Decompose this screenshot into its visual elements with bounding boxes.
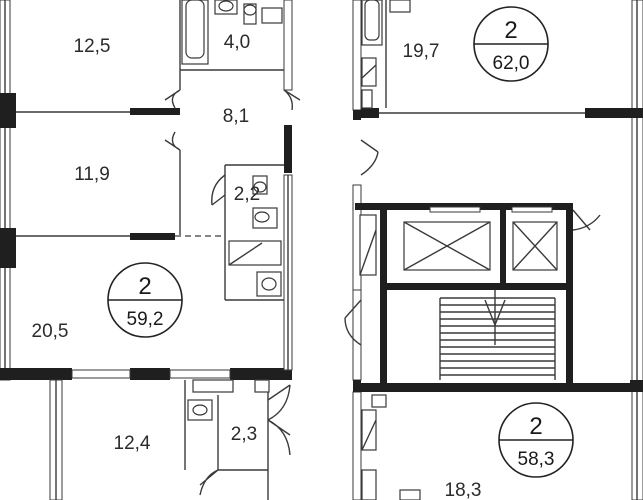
left-fixtures: [164, 0, 301, 496]
apartment-rooms: 2: [138, 273, 151, 300]
right-fixtures: [344, 0, 601, 500]
apartment-badge: 2 58,3: [498, 402, 574, 478]
room-area-label: 18,3: [445, 480, 482, 500]
apartment-total-area: 62,0: [493, 53, 530, 74]
room-area-label: 12,5: [74, 36, 111, 57]
staircase: [439, 290, 556, 380]
apartment-total-area: 59,2: [127, 309, 164, 330]
room-area-label: 2,3: [231, 424, 257, 445]
apartment-rooms: 2: [529, 413, 542, 440]
room-area-label: 11,9: [74, 164, 110, 185]
room-area-label: 12,4: [114, 433, 151, 454]
room-area-label: 19,7: [403, 41, 440, 62]
apartment-total-area: 58,3: [518, 449, 555, 470]
left-outer-walls: [0, 0, 293, 500]
room-area-label: 20,5: [32, 321, 69, 342]
apartment-rooms: 2: [504, 17, 517, 44]
room-area-label: 8,1: [223, 106, 249, 127]
apartment-badge: 2 59,2: [107, 262, 183, 338]
apartment-badge: 2 62,0: [473, 6, 549, 82]
left-partitions: [16, 0, 284, 500]
room-area-label: 4,0: [224, 32, 250, 53]
room-area-label: 2,2: [234, 184, 260, 205]
